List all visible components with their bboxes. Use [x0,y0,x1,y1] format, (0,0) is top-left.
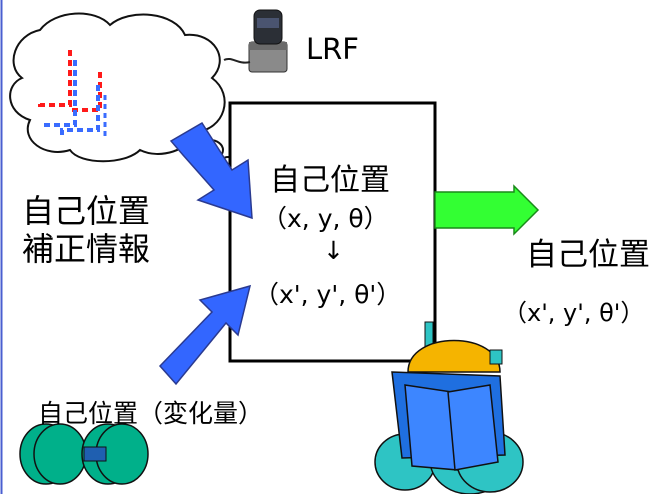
robot-icon [374,321,524,494]
output-label-line2: （x', y', θ'） [503,299,645,327]
process-box [228,101,437,363]
output-label-line1: 自己位置 [526,237,650,273]
scan-data-icon [38,50,107,138]
correction-label-line2: 補正情報 [22,230,151,268]
wheels-icon [19,423,149,485]
box-label-line3: （x', y', θ'） [254,280,402,309]
output-arrow [434,184,540,236]
box-arrow-label: ↓ [323,236,344,265]
lrf-sensor-icon [223,9,288,73]
odometry-label: 自己位置（変化量） [38,399,264,428]
box-label-line2: （x, y, θ） [262,204,389,233]
lrf-label: LRF [306,32,359,66]
box-label-line1: 自己位置 [270,163,390,198]
odometry-arrow [158,284,252,386]
correction-label-line1: 自己位置 [22,192,151,230]
correction-arrow [169,121,253,220]
